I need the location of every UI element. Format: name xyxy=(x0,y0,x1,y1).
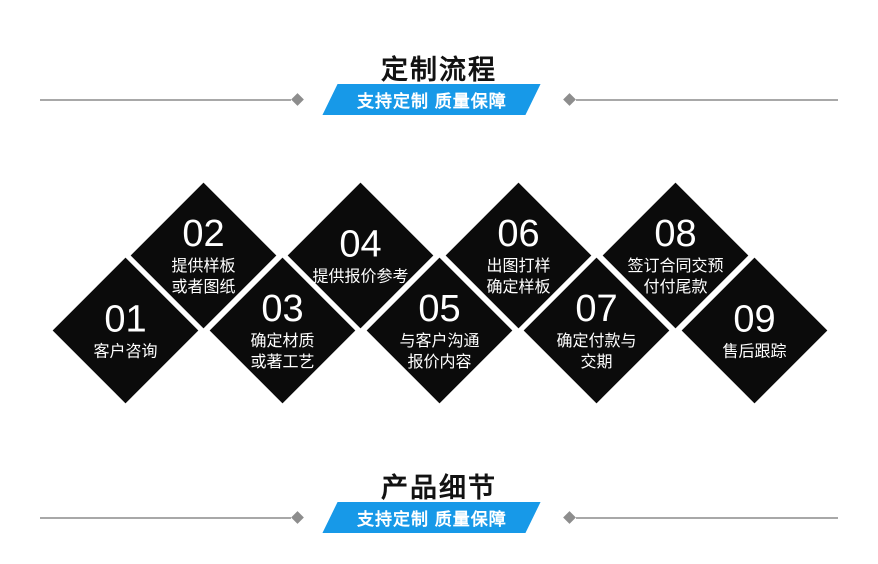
process-step-content: 09 售后跟踪 xyxy=(669,297,839,362)
section-title-process: 定制流程 xyxy=(381,55,497,85)
divider-line-left xyxy=(40,516,291,519)
step-number: 04 xyxy=(339,222,383,265)
divider-line-right xyxy=(576,98,838,101)
diamond-marker-icon xyxy=(563,511,576,524)
step-label: 客户咨询 xyxy=(92,342,157,360)
top-banner-row: 支持定制 质量保障 xyxy=(0,84,878,115)
section-title-details: 产品细节 xyxy=(381,473,497,503)
diamond-marker-icon xyxy=(291,511,304,524)
bottom-banner-row: 支持定制 质量保障 xyxy=(0,502,878,533)
divider-line-left xyxy=(40,98,291,101)
step-label: 与客户沟通报价内容 xyxy=(399,332,480,370)
process-banner: 支持定制 质量保障 xyxy=(322,502,541,533)
step-number: 09 xyxy=(732,297,776,340)
divider-line-right xyxy=(576,516,838,519)
step-label: 售后跟踪 xyxy=(721,342,786,360)
step-number: 08 xyxy=(654,212,697,254)
step-label: 确定付款与交期 xyxy=(556,332,637,370)
banner-label: 支持定制 质量保障 xyxy=(356,510,507,529)
step-number: 02 xyxy=(182,212,225,254)
step-label: 确定材质或著工艺 xyxy=(250,332,315,370)
step-number: 06 xyxy=(496,212,540,254)
